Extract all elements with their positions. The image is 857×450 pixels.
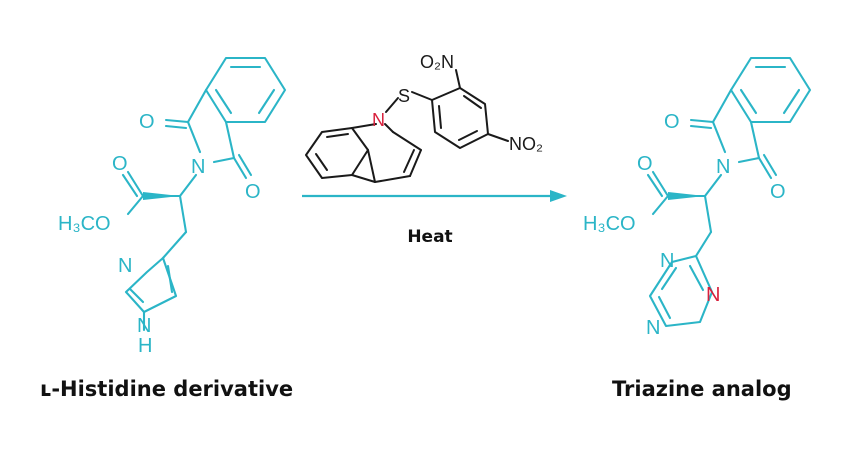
imidazole-ring bbox=[124, 256, 178, 314]
reagent-no2-right-label: NO₂ bbox=[509, 134, 543, 154]
reaction-arrow bbox=[302, 190, 567, 202]
reactant-caption: ʟ-Histidine derivative bbox=[40, 377, 293, 401]
product-structure: O O N O H₃CO N N N bbox=[583, 56, 812, 339]
reagent-n-label: N bbox=[372, 110, 385, 130]
reagent-no2-top-label: O₂N bbox=[420, 52, 454, 72]
reactant-structure: O O N O H₃CO N N H bbox=[58, 56, 287, 357]
product-o2-label: O bbox=[770, 181, 786, 203]
condition-label: Heat bbox=[407, 227, 452, 247]
reactant-o1-label: O bbox=[139, 111, 155, 133]
product-caption: Triazine analog bbox=[612, 377, 792, 401]
imidazole-nh-label: N bbox=[137, 315, 151, 337]
imidazole-n-label: N bbox=[118, 255, 132, 277]
reactant-ester-methyl-label: H₃CO bbox=[58, 213, 111, 235]
reactant-ester-o-label: O bbox=[112, 153, 128, 175]
reactant-imide-n-label: N bbox=[191, 156, 205, 178]
reactant-o2-label: O bbox=[245, 181, 261, 203]
reagent-s-label: S bbox=[398, 86, 410, 106]
triazine-n2-label: N bbox=[706, 284, 720, 306]
product-imide-n-label: N bbox=[716, 156, 730, 178]
product-ester-methyl-label: H₃CO bbox=[583, 213, 636, 235]
product-o1-label: O bbox=[664, 111, 680, 133]
triazine-ring bbox=[648, 254, 714, 328]
triazine-n3-label: N bbox=[646, 317, 660, 339]
imidazole-h-label: H bbox=[138, 335, 152, 357]
product-ester-o-label: O bbox=[637, 153, 653, 175]
reagent-structure: N S O₂N NO₂ bbox=[305, 52, 543, 183]
triazine-n1-label: N bbox=[660, 250, 674, 272]
